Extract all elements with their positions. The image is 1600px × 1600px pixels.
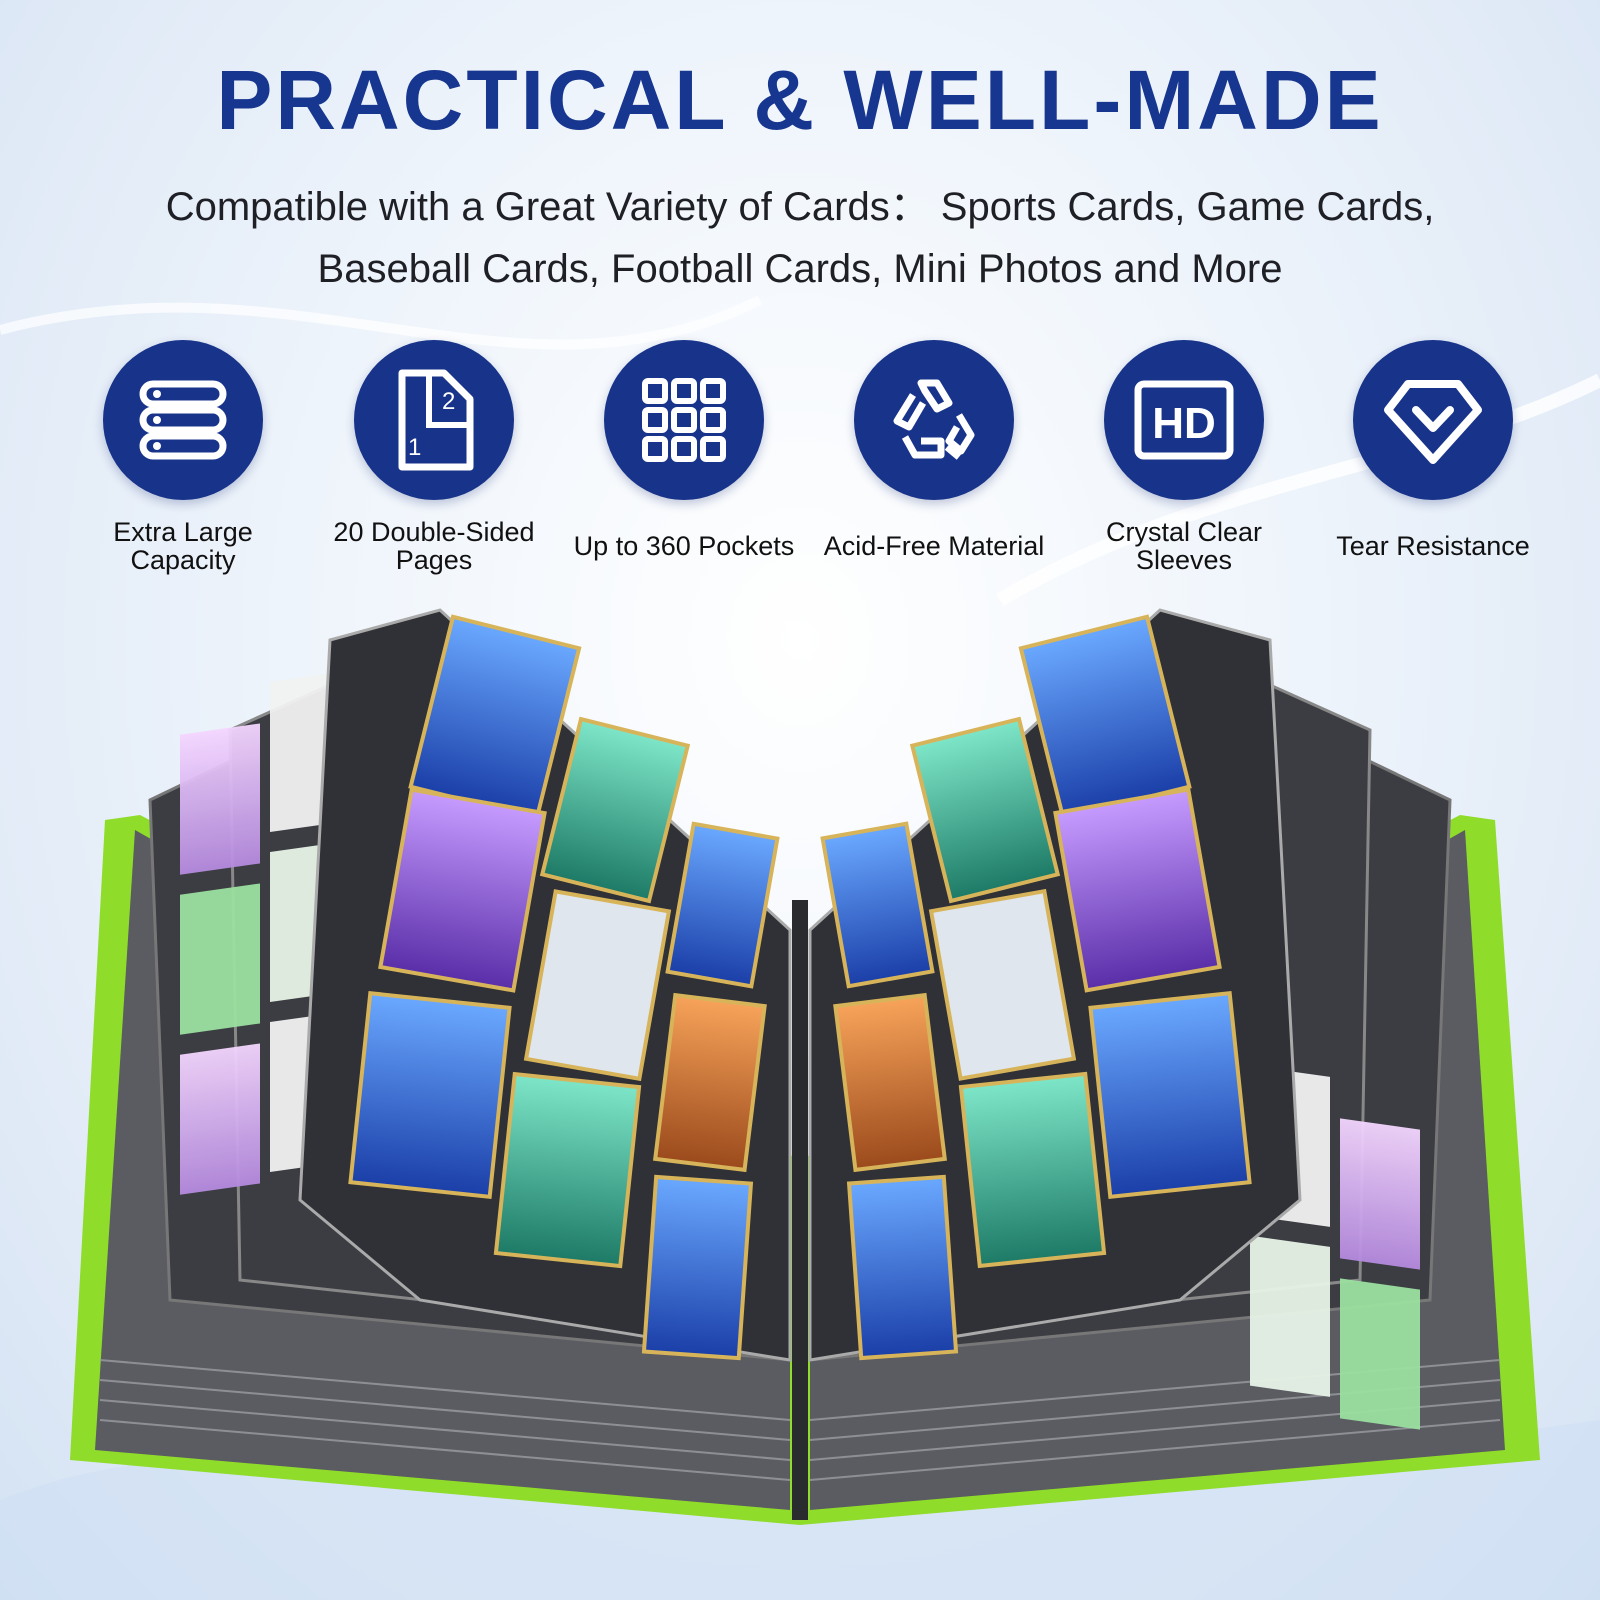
card-slot [493, 1071, 642, 1269]
page-subtitle: Compatible with a Great Variety of Cards… [100, 176, 1500, 300]
feature-label: Up to 360 Pockets [573, 531, 795, 561]
feature-double-sided-pages: 2 1 20 Double-Sided Pages [314, 340, 554, 574]
feature-crystal-clear: HD Crystal Clear Sleeves [1064, 340, 1304, 574]
card-slot [1053, 787, 1222, 993]
card-slot [820, 821, 935, 989]
feature-pockets: Up to 360 Pockets [564, 340, 804, 574]
card-slot [928, 888, 1077, 1081]
page-number-2: 2 [442, 388, 455, 415]
card-slot [539, 716, 691, 904]
diamond-check-icon [1353, 340, 1513, 500]
recycle-icon [854, 340, 1014, 500]
feature-label: Tear Resistance [1336, 531, 1530, 561]
card-slot [641, 1174, 754, 1361]
page-title: PRACTICAL & WELL-MADE [216, 53, 1384, 147]
hd-icon: HD [1104, 340, 1264, 500]
card-slot [378, 787, 547, 993]
binder-spine [792, 900, 808, 1520]
card-slot [909, 716, 1061, 904]
subtitle-line-2: Baseball Cards, Football Cards, Mini Pho… [317, 247, 1283, 291]
card-slot [833, 992, 948, 1173]
feature-acid-free: Acid-Free Material [814, 340, 1054, 574]
card-slot [846, 1174, 959, 1361]
card-slot [665, 821, 780, 989]
feature-label: Extra Large Capacity [113, 517, 253, 575]
subtitle-line-1: Compatible with a Great Variety of Cards… [165, 185, 1435, 229]
hd-icon-text: HD [1152, 399, 1216, 448]
feature-list: Extra Large Capacity 2 1 20 Double-Sided… [0, 0, 1600, 600]
card-slot [958, 1071, 1107, 1269]
card-slot [1088, 991, 1252, 1199]
double-sided-page-icon: 2 1 [354, 340, 514, 500]
pocket-grid-icon [604, 340, 764, 500]
front-page-left [298, 608, 792, 1362]
card-slot [348, 991, 512, 1199]
feature-label: Crystal Clear Sleeves [1105, 517, 1263, 575]
stacked-storage-icon [103, 340, 263, 500]
card-slot [652, 992, 767, 1173]
card-slot [523, 889, 672, 1082]
card-binder-illustration [70, 608, 1540, 1525]
page-number-1: 1 [408, 434, 421, 461]
feature-label: Acid-Free Material [823, 531, 1045, 561]
feature-tear-resistance: Tear Resistance [1313, 340, 1553, 574]
feature-label: 20 Double-Sided Pages [333, 517, 535, 575]
front-page-right [808, 608, 1302, 1362]
feature-extra-large-capacity: Extra Large Capacity [63, 340, 303, 574]
